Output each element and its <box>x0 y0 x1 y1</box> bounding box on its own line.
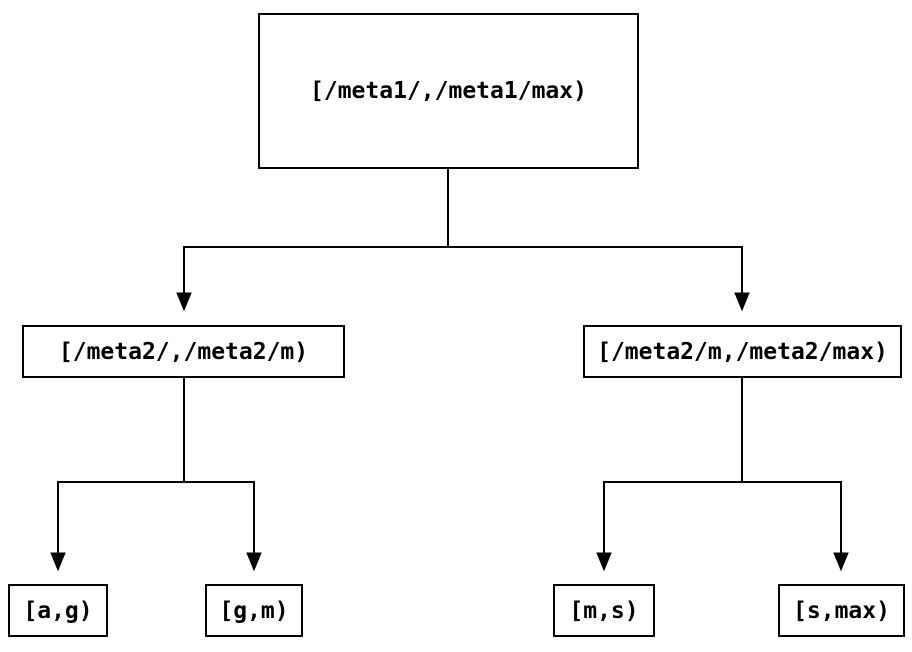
node-leaf-range-1: [a,g) <box>8 584 108 637</box>
node-label: [/meta2/,/meta2/m) <box>58 338 309 365</box>
arrowhead-down-icon <box>176 292 192 312</box>
node-label: [g,m) <box>219 597 289 624</box>
arrowhead-down-icon <box>246 552 262 572</box>
node-leaf-range-2: [g,m) <box>205 584 303 637</box>
node-leaf-range-4: [s,max) <box>778 584 905 637</box>
node-left-child-range: [/meta2/,/meta2/m) <box>22 325 345 378</box>
arrowhead-down-icon <box>734 292 750 312</box>
arrowhead-down-icon <box>50 552 66 572</box>
arrowhead-down-icon <box>833 552 849 572</box>
node-label: [a,g) <box>23 597 93 624</box>
node-label: [/meta2/m,/meta2/max) <box>597 338 888 365</box>
node-label: [/meta1/,/meta1/max) <box>310 78 587 104</box>
node-label: [m,s) <box>569 597 639 624</box>
node-leaf-range-3: [m,s) <box>553 584 655 637</box>
node-root-range: [/meta1/,/meta1/max) <box>258 13 639 169</box>
node-right-child-range: [/meta2/m,/meta2/max) <box>583 325 902 378</box>
node-label: [s,max) <box>793 597 890 624</box>
arrowhead-down-icon <box>596 552 612 572</box>
